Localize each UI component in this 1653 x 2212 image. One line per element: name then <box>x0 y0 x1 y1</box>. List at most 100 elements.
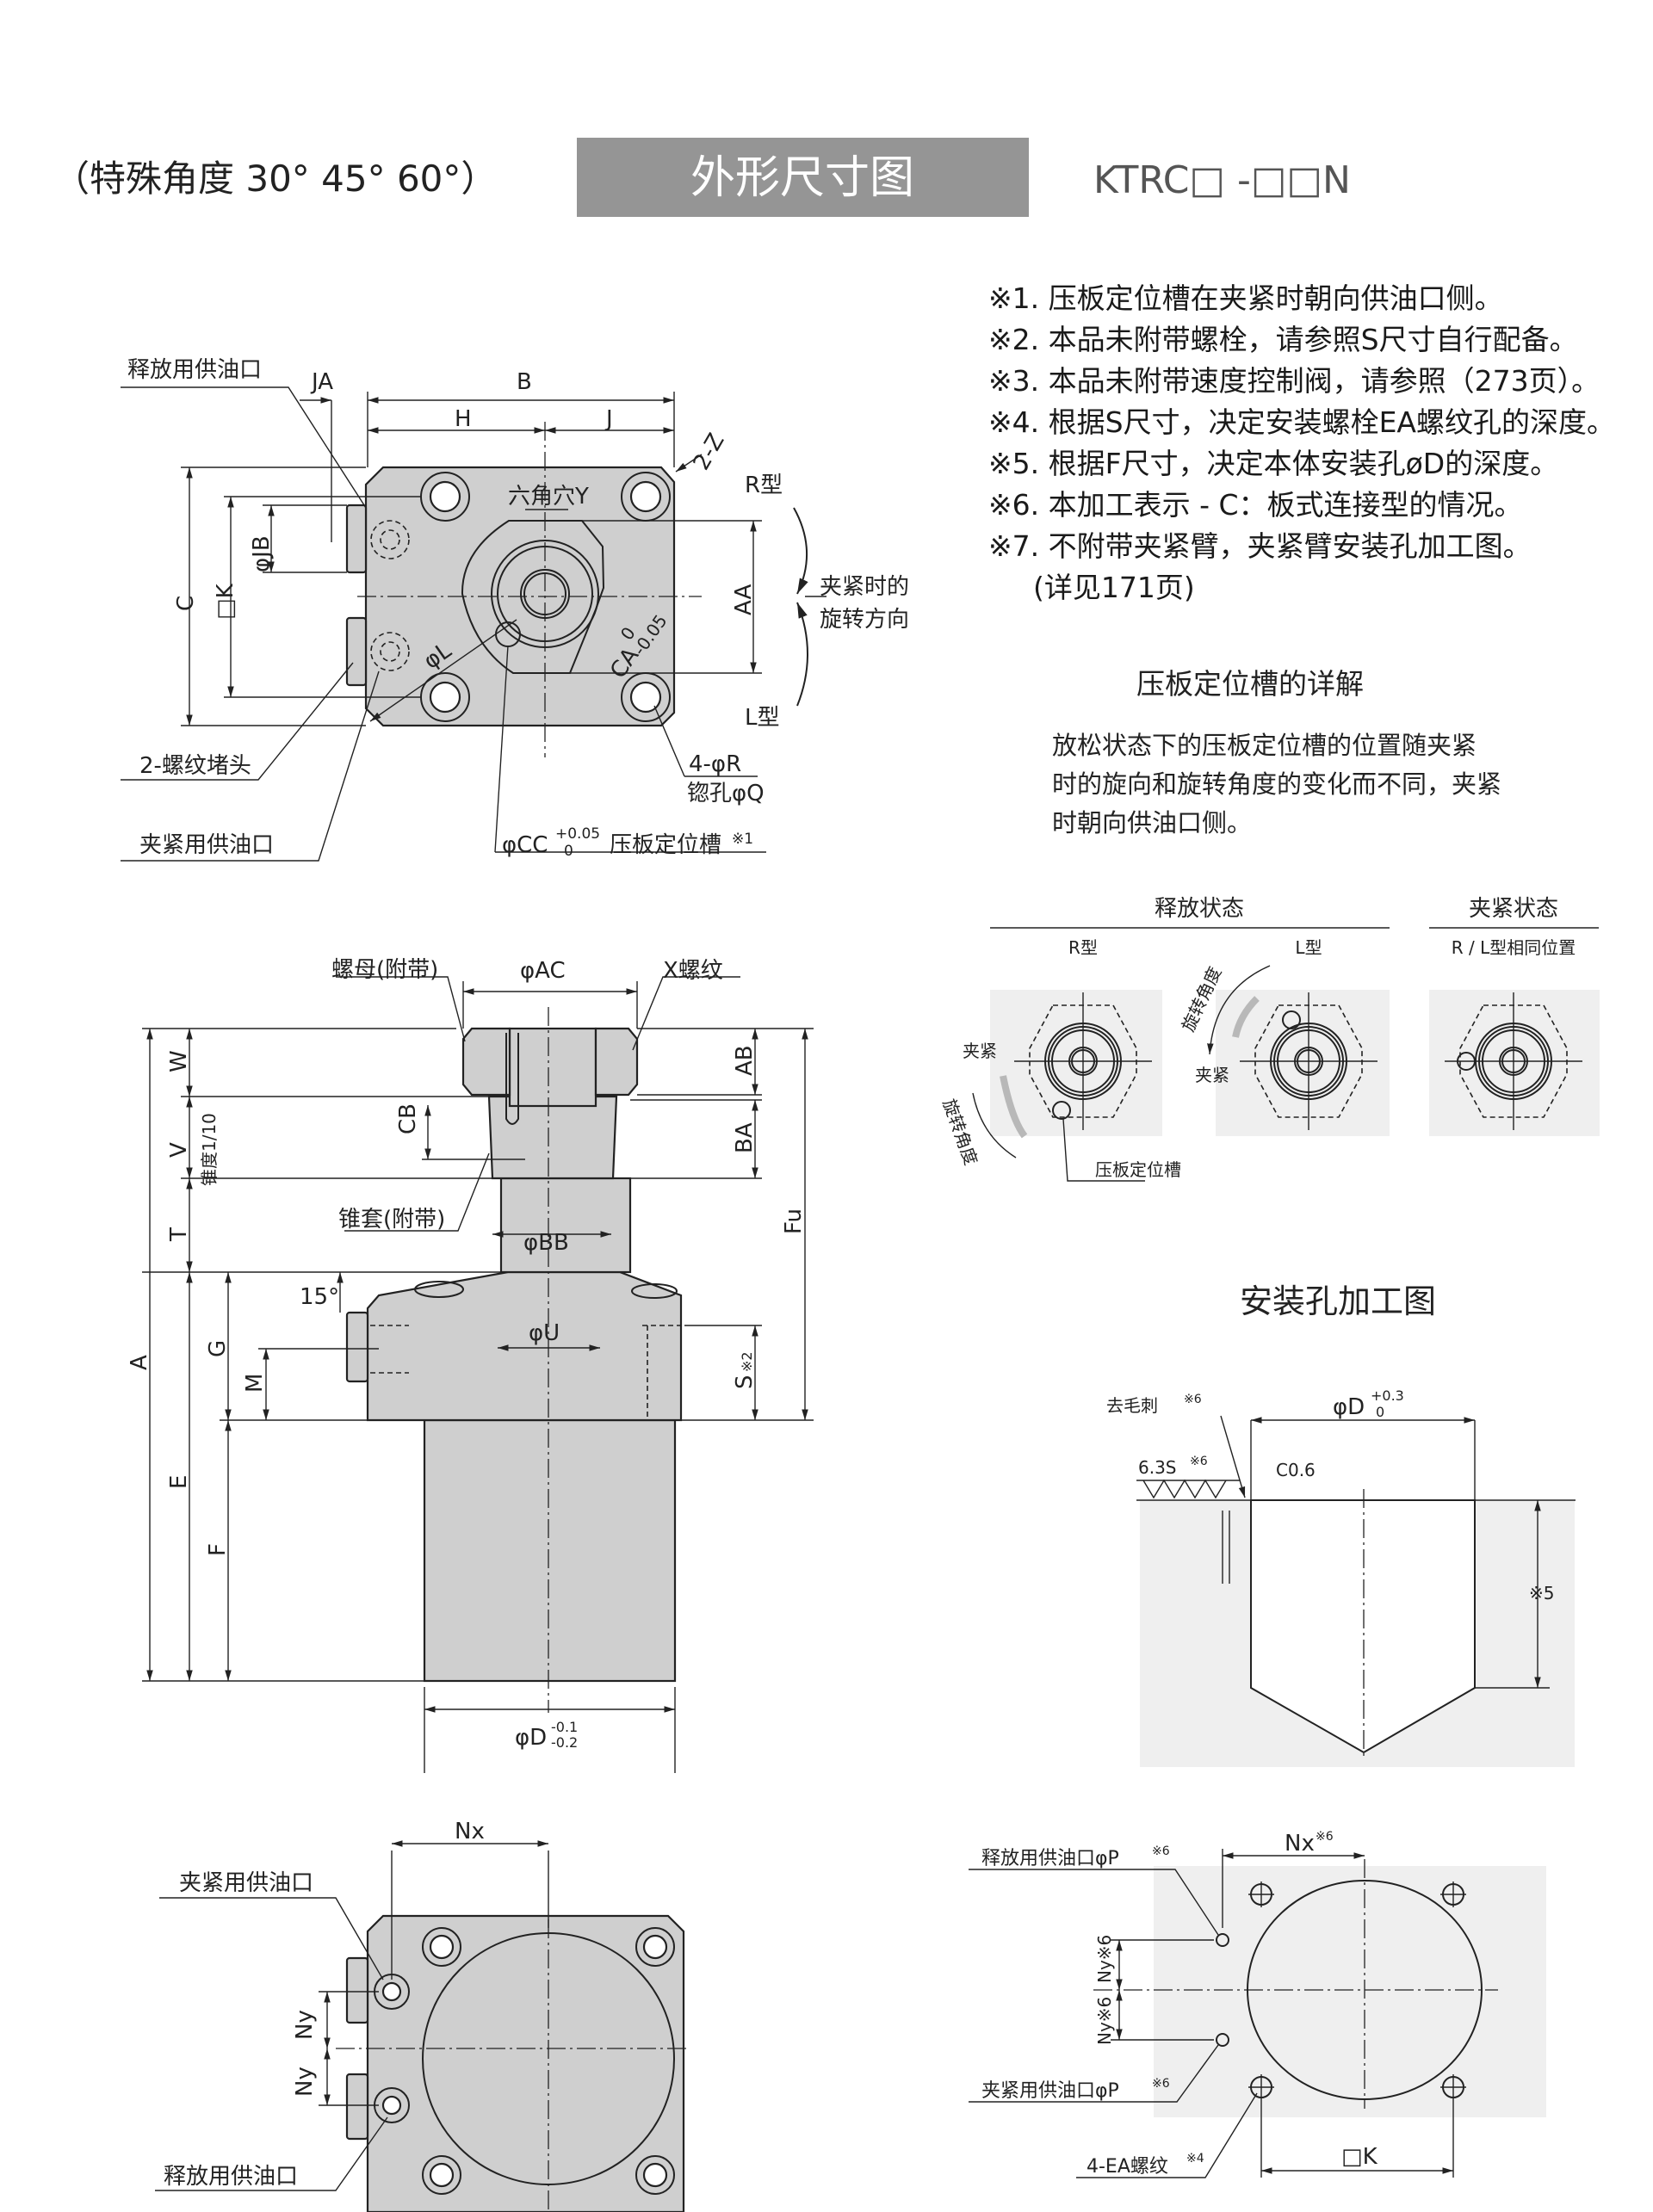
dim-H: H <box>455 406 472 432</box>
notes-list: ※1. 压板定位槽在夹紧时朝向供油口侧。 ※2. 本品未附带螺栓，请参照S尺寸自… <box>988 281 1615 604</box>
special-angles-label: （特殊角度 30° 45° 60°） <box>53 158 497 200</box>
dim-B: B <box>517 369 532 395</box>
release-state-header: 释放状态 <box>1155 896 1244 922</box>
dim-T: T <box>166 1227 192 1242</box>
clamp-state-header: 夹紧状态 <box>1469 896 1558 922</box>
note-5: ※5. 根据F尺寸，决定本体安装孔øD的深度。 <box>988 447 1558 480</box>
title-banner <box>577 138 1029 217</box>
dim-R: 4-φR <box>689 751 741 777</box>
page-title: 外形尺寸图 <box>690 152 914 204</box>
hex-socket-label: 六角穴Y <box>508 484 589 510</box>
layout-clamp-note: ※6 <box>1152 2077 1170 2091</box>
dim-AB: AB <box>732 1045 758 1076</box>
dim-Fu: Fu <box>781 1208 807 1234</box>
l-type-sub: L型 <box>1295 937 1322 958</box>
dim-JA: JA <box>310 369 333 395</box>
bottom-release-port-label: 释放用供油口 <box>164 2164 298 2190</box>
center-cross <box>1445 992 1582 1130</box>
side-view-drawing: 螺母(附带) φAC X螺纹 W V 锥度1/10 T G M E F A CB… <box>127 957 814 1773</box>
dim-BB: φBB <box>523 1230 569 1256</box>
nut-label: 螺母(附带) <box>331 957 438 983</box>
mount-D-tol-lower: 0 <box>1376 1404 1384 1420</box>
dim-JB: φJB <box>249 535 275 572</box>
rotation-label-1: 夹紧时的 <box>820 574 909 600</box>
deburr-label: 去毛刺 <box>1106 1395 1158 1416</box>
bottom-view-drawing: 夹紧用供油口 Nx Ny Ny 释放用供油口 <box>155 1819 689 2212</box>
dim-D-tol-upper: -0.1 <box>551 1719 578 1735</box>
dim-Q: 锪孔φQ <box>687 781 765 806</box>
clamp-label-l: 夹紧 <box>1195 1065 1229 1085</box>
dim-CC: φCC <box>502 832 548 858</box>
r-type-sub: R型 <box>1068 937 1098 958</box>
dim-S-note: ※2 <box>739 1351 755 1372</box>
bottom-dim-Ny-1: Ny <box>292 2010 318 2040</box>
dim-K: □K <box>213 583 238 620</box>
dim-M: M <box>242 1374 268 1393</box>
model-code: KTRC□ -□□N <box>1093 158 1351 202</box>
layout-clamp-port-label: 夹紧用供油口φP <box>981 2080 1119 2102</box>
center-cross <box>1014 992 1152 1130</box>
groove-position-label: 压板定位槽 <box>1095 1159 1181 1180</box>
dim-CC-tol-lower: 0 <box>564 843 573 860</box>
groove-desc-1: 放松状态下的压板定位槽的位置随夹紧 <box>1052 731 1477 760</box>
layout-dim-Ny-2: Ny※6 <box>1094 1997 1115 2045</box>
mount-D-tol-upper: +0.3 <box>1371 1387 1404 1404</box>
center-cross <box>1240 992 1378 1130</box>
same-position-sub: R / L型相同位置 <box>1452 937 1576 958</box>
clamp-label-r: 夹紧 <box>963 1041 997 1061</box>
mount-thread-icons <box>1248 1881 1466 2100</box>
roughness-note: ※6 <box>1190 1455 1208 1468</box>
clamp-icon-same <box>1445 992 1582 1130</box>
clamp-icon-r <box>1014 992 1152 1130</box>
bottom-dim-Nx: Nx <box>455 1819 485 1844</box>
angle-label: 15° <box>300 1284 339 1310</box>
l-type-label: L型 <box>745 705 780 731</box>
dim-U: φU <box>529 1320 560 1346</box>
hex-outline <box>1254 1004 1363 1118</box>
dim-CB: CB <box>395 1103 421 1134</box>
taper-label: 锥度1/10 <box>199 1113 220 1186</box>
note-6: ※6. 本加工表示 - C：板式连接型的情况。 <box>988 488 1523 522</box>
plug-label: 2-螺纹堵头 <box>139 753 251 779</box>
layout-Nx-note: ※6 <box>1316 1830 1334 1844</box>
note-4: ※4. 根据S尺寸，决定安装螺栓EA螺纹孔的深度。 <box>988 405 1615 439</box>
rotation-label-2: 旋转方向 <box>820 607 909 633</box>
mount-hole-section: 安装孔加工图 去毛刺 ※6 φD +0.3 0 6.3S ※6 C0.6 ※5 <box>1106 1282 1576 1767</box>
note-7: ※7. 不附带夹紧臂，夹紧臂安装孔加工图。 <box>988 529 1532 563</box>
dim-AC: φAC <box>520 958 566 984</box>
clamp-port-label: 夹紧用供油口 <box>139 832 274 858</box>
groove-desc-3: 时朝向供油口侧。 <box>1052 808 1252 837</box>
dim-G: G <box>205 1340 231 1357</box>
bottom-dim-Ny-2: Ny <box>292 2067 318 2097</box>
dim-D-tol-lower: -0.2 <box>551 1734 578 1751</box>
dim-S: S <box>732 1375 758 1389</box>
groove-label: 压板定位槽 <box>610 832 721 858</box>
dim-W: W <box>166 1050 192 1072</box>
header: （特殊角度 30° 45° 60°） 外形尺寸图 KTRC□ -□□N <box>53 138 1351 217</box>
groove-note: ※1 <box>732 831 753 848</box>
dim-BA: BA <box>732 1122 758 1153</box>
groove-desc-2: 时的旋向和旋转角度的变化而不同，夹紧 <box>1052 769 1501 799</box>
thread-X-label: X螺纹 <box>663 958 723 984</box>
depth-note: ※5 <box>1529 1583 1554 1603</box>
mount-dim-D: φD <box>1333 1394 1365 1420</box>
dim-A: A <box>127 1355 152 1370</box>
dim-CC-tol-upper: +0.05 <box>555 825 600 843</box>
dim-E: E <box>166 1475 192 1489</box>
dim-F: F <box>205 1543 231 1556</box>
layout-dim-Ny-1: Ny※6 <box>1094 1935 1115 1983</box>
deburr-note: ※6 <box>1184 1393 1202 1406</box>
groove-detail-section: 压板定位槽的详解 放松状态下的压板定位槽的位置随夹紧 时的旋向和旋转角度的变化而… <box>938 667 1600 1182</box>
mount-hole-title: 安装孔加工图 <box>1240 1282 1436 1320</box>
note-1: ※1. 压板定位槽在夹紧时朝向供油口侧。 <box>988 281 1503 315</box>
layout-dim-K: □K <box>1341 2144 1378 2170</box>
sleeve-label: 锥套(附带) <box>338 1207 445 1233</box>
rotation-angle-label-r: 旋转角度 <box>938 1097 981 1168</box>
clamp-icon-l <box>1240 992 1378 1130</box>
groove-detail-title: 压板定位槽的详解 <box>1136 667 1364 701</box>
note-2: ※2. 本品未附带螺栓，请参照S尺寸自行配备。 <box>988 323 1578 356</box>
hex-outline <box>1459 1004 1568 1118</box>
dim-J: J <box>604 406 613 432</box>
r-type-label: R型 <box>745 473 783 498</box>
